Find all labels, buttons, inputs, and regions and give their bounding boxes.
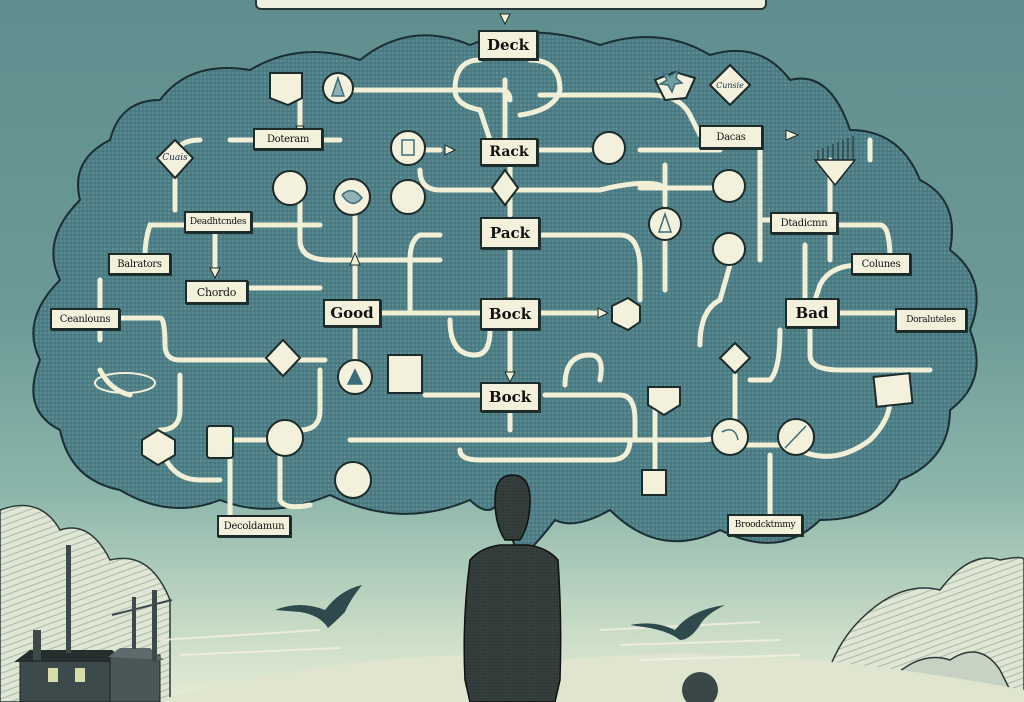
node-left-top[interactable]: Doteram xyxy=(253,128,323,150)
node-right-edge[interactable]: Doraluteles xyxy=(895,308,967,332)
triangle-icon xyxy=(648,207,682,241)
animals-icon xyxy=(266,419,304,457)
icon-glyphs xyxy=(330,69,807,449)
node-top[interactable]: Deck xyxy=(478,30,538,60)
glyph-card-icon xyxy=(206,425,234,459)
creature-shield-icon xyxy=(141,428,176,467)
mountain-card-icon xyxy=(641,469,667,496)
book-diamond-icon xyxy=(718,341,752,375)
feather-icon xyxy=(711,418,749,456)
node-left-mid[interactable]: Deadhtcndes xyxy=(184,211,252,233)
man-figure xyxy=(463,474,562,702)
shell-icon xyxy=(712,169,746,203)
house xyxy=(14,545,173,702)
node-bad[interactable]: Bad xyxy=(785,298,839,328)
badge-diamond-icon xyxy=(264,338,302,378)
node-center-lower[interactable]: Bock xyxy=(480,382,540,412)
node-right-side[interactable]: Colunes xyxy=(851,253,911,275)
ring-icon xyxy=(94,372,156,394)
building-icon xyxy=(390,179,426,215)
node-center-upper[interactable]: Rack xyxy=(480,138,538,166)
right-diamond-label: Cunsie xyxy=(716,80,744,90)
hand-card-icon xyxy=(387,354,423,394)
node-good[interactable]: Good xyxy=(323,299,381,327)
node-center-main[interactable]: Bock xyxy=(480,298,540,330)
emblem-icon xyxy=(611,296,641,332)
decision-diamond-center xyxy=(490,168,520,207)
scale-icon xyxy=(592,131,626,165)
insect-icon xyxy=(334,461,372,499)
decision-diamond-right xyxy=(708,63,752,107)
node-left-side[interactable]: Balrators xyxy=(108,253,171,275)
node-right-bottom[interactable]: Broodcktmmy xyxy=(727,514,803,536)
tree xyxy=(682,672,718,702)
icon-medallions xyxy=(94,63,914,499)
top-banner xyxy=(255,0,767,10)
flying-creatures xyxy=(275,585,725,640)
node-right-mid[interactable]: Dtadicmn xyxy=(770,212,838,234)
node-left-bottom[interactable]: Decoldamun xyxy=(217,515,291,537)
shield-icon xyxy=(647,386,681,417)
pillar-icon xyxy=(390,130,426,166)
node-center-mid[interactable]: Pack xyxy=(480,217,540,249)
screen-icon xyxy=(872,372,914,408)
decision-diamond-left xyxy=(155,138,195,180)
basket-icon xyxy=(712,232,746,266)
left-diamond-label: Cuais xyxy=(162,153,188,163)
funnel-icon xyxy=(813,136,857,187)
node-right-top[interactable]: Dacas xyxy=(699,125,763,149)
landscape-sign-icon xyxy=(269,72,303,107)
node-left-edge[interactable]: Ceanlouns xyxy=(50,308,120,330)
gem-icon xyxy=(272,170,308,206)
node-left-choice[interactable]: Chordo xyxy=(185,280,248,304)
